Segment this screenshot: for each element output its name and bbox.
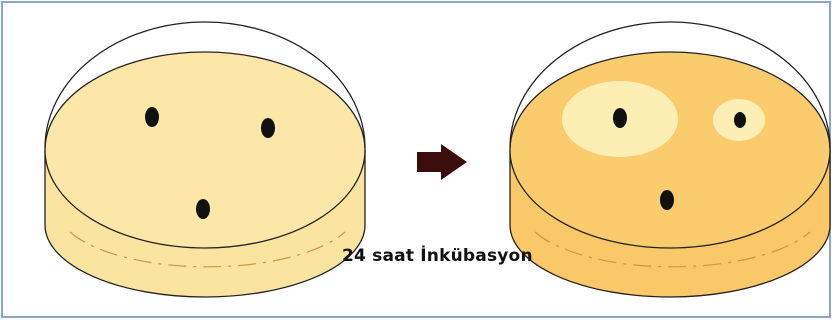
bacterial-colony — [613, 108, 627, 128]
agar-surface — [45, 52, 365, 248]
bacterial-colony — [261, 118, 275, 138]
bacterial-colony — [196, 199, 210, 219]
bacterial-colony — [660, 190, 674, 210]
incubation-caption: 24 saat İnkübasyon — [342, 246, 533, 266]
right-arrow-icon — [417, 144, 467, 180]
agar-surface — [510, 52, 830, 248]
petri-dish-after — [510, 22, 830, 297]
petri-dish-before — [45, 22, 365, 297]
bacterial-colony — [145, 107, 159, 127]
bacterial-colony — [734, 112, 746, 128]
